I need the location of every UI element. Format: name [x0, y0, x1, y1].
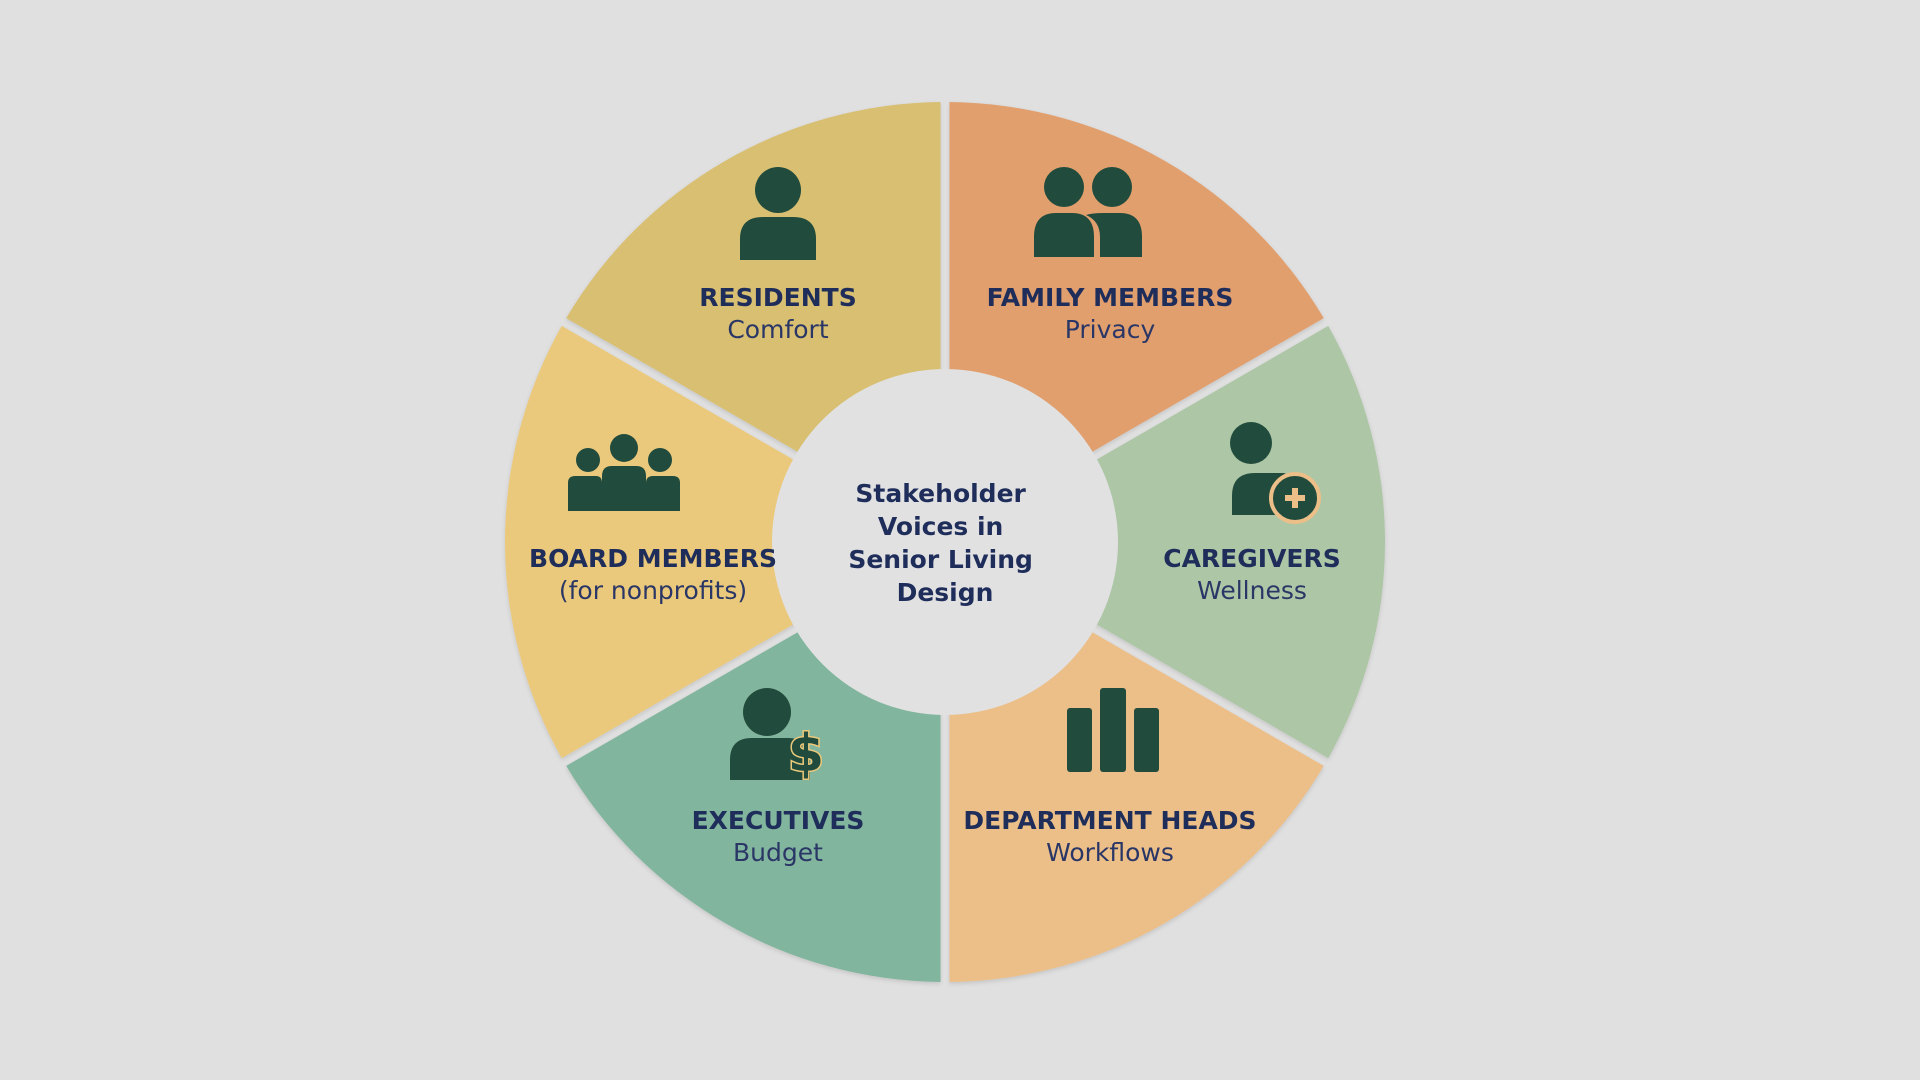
segment-subtitle: Wellness — [1197, 576, 1307, 605]
segment-department-heads — [566, 620, 941, 982]
segment-residents — [949, 102, 1324, 464]
segment-title: FAMILY MEMBERS — [987, 283, 1234, 312]
segment-subtitle: Budget — [733, 838, 823, 867]
segment-family-members — [1077, 325, 1385, 759]
segment-label-department-heads: DEPARTMENT HEADS Workflows — [963, 806, 1256, 867]
segment-subtitle: Privacy — [1065, 315, 1156, 344]
segment-label-caregivers: CAREGIVERS Wellness — [1163, 544, 1341, 605]
person-icon — [740, 167, 816, 260]
center-title: Stakeholder Voices in Senior Living Desi… — [848, 479, 1041, 607]
center-title-line-4: Design — [897, 578, 994, 607]
segment-label-family-members: FAMILY MEMBERS Privacy — [987, 283, 1234, 344]
bar-chart-icon — [1067, 688, 1159, 772]
center-circle — [772, 369, 1118, 715]
segment-title: EXECUTIVES — [692, 806, 865, 835]
segment-label-residents: RESIDENTS Comfort — [699, 283, 856, 344]
segment-caregivers — [949, 620, 1324, 982]
segment-title: DEPARTMENT HEADS — [963, 806, 1256, 835]
center-title-line-2: Voices in — [878, 512, 1003, 541]
segment-subtitle: Workflows — [1046, 838, 1174, 867]
wheel-segments — [505, 102, 1385, 982]
segment-board-members — [566, 102, 941, 464]
center-title-line-3: Senior Living — [848, 545, 1033, 574]
person-plus-icon — [1230, 422, 1321, 524]
center-title-line-1: Stakeholder — [855, 479, 1026, 508]
segment-title: BOARD MEMBERS — [529, 544, 777, 573]
segment-title: RESIDENTS — [699, 283, 856, 312]
svg-text:$: $ — [788, 724, 824, 784]
group-icon — [568, 434, 680, 511]
segment-subtitle: Comfort — [727, 315, 828, 344]
segment-subtitle: (for nonprofits) — [559, 576, 747, 605]
person-dollar-icon: $ — [730, 688, 826, 786]
segment-label-board-members: BOARD MEMBERS (for nonprofits) — [529, 544, 777, 605]
segment-executives — [505, 325, 813, 759]
segment-title: CAREGIVERS — [1163, 544, 1341, 573]
segment-label-executives: EXECUTIVES Budget — [692, 806, 865, 867]
two-people-icon — [1034, 167, 1142, 257]
